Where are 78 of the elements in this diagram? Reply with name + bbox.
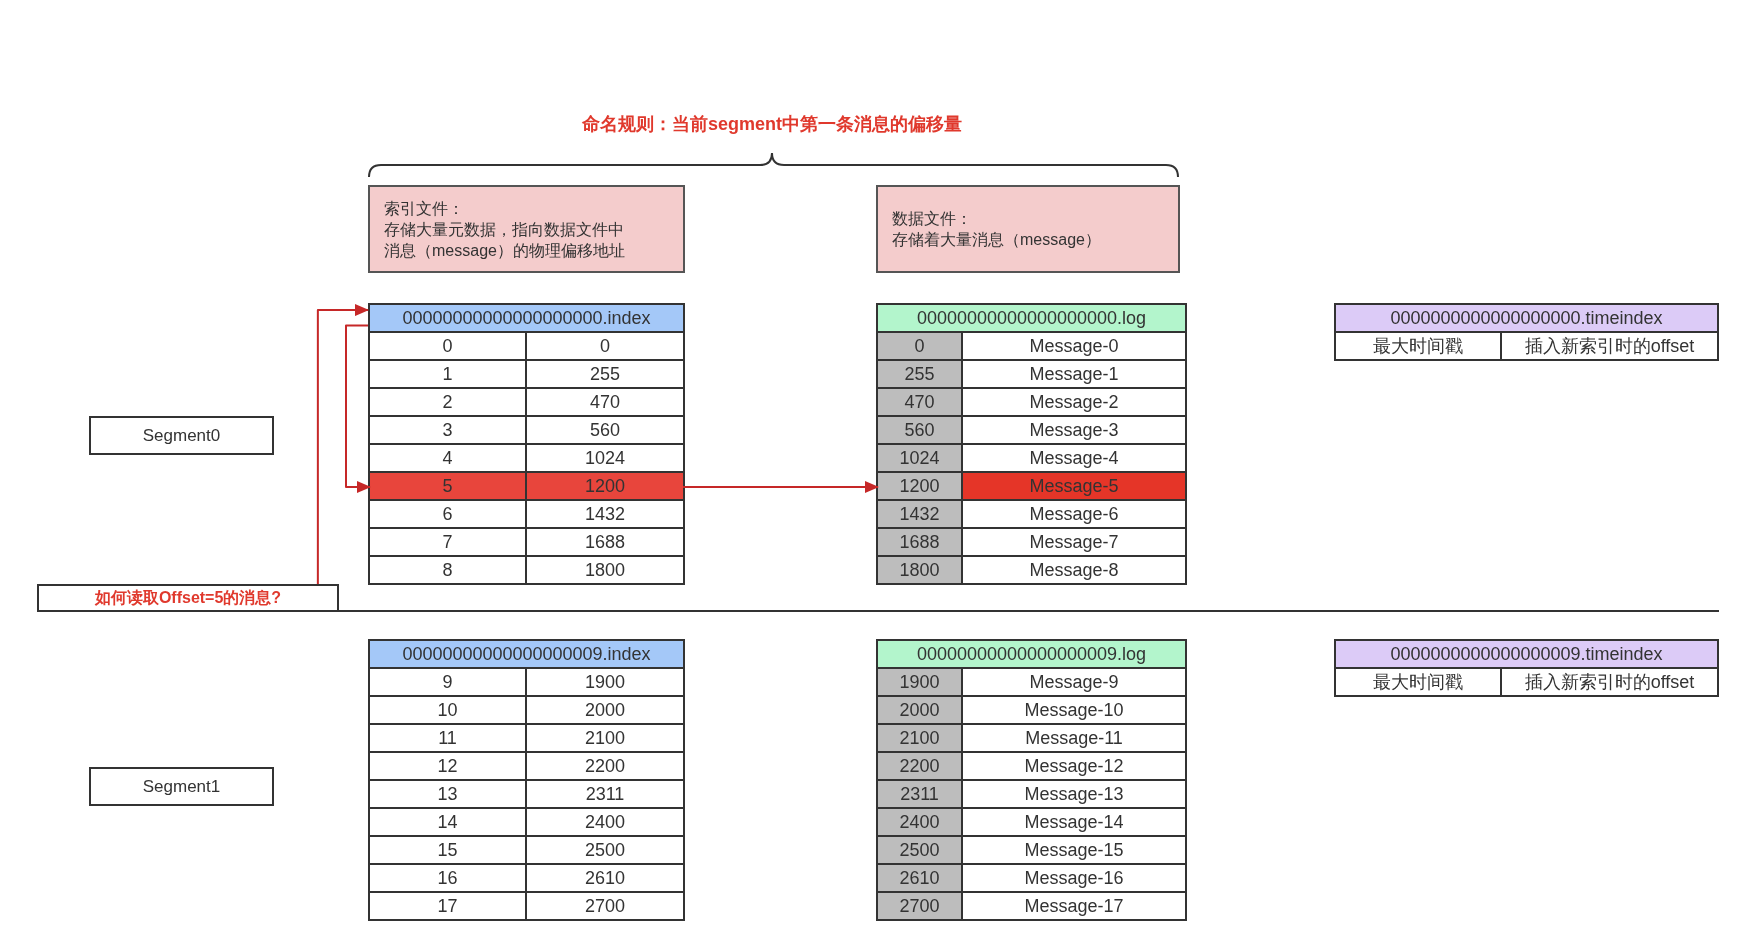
table-row bbox=[878, 501, 1185, 529]
timeindex-table bbox=[1334, 639, 1719, 697]
table-row bbox=[370, 809, 683, 837]
table-row bbox=[878, 697, 1185, 725]
table-cell: 1800 bbox=[878, 557, 963, 583]
table-cell: 1432 bbox=[878, 501, 963, 527]
arrow bbox=[316, 304, 369, 585]
table-row bbox=[878, 445, 1185, 473]
table-row bbox=[878, 837, 1185, 865]
table-row bbox=[370, 781, 683, 809]
table-cell: 255 bbox=[878, 361, 963, 387]
table-header: 00000000000000000000.index bbox=[370, 305, 683, 333]
segment-box: Segment1 bbox=[89, 767, 274, 806]
table-row bbox=[370, 529, 683, 557]
table-cell: 5 bbox=[370, 473, 527, 499]
index-table bbox=[368, 303, 685, 585]
table-row bbox=[878, 361, 1185, 389]
index-table bbox=[368, 639, 685, 921]
table-cell: 2000 bbox=[878, 697, 963, 723]
table-row bbox=[878, 781, 1185, 809]
table-row bbox=[878, 753, 1185, 781]
table-cell: 470 bbox=[878, 389, 963, 415]
table-cell: 1900 bbox=[878, 669, 963, 695]
table-header: 0000000000000000009.timeindex bbox=[1336, 641, 1717, 669]
table-row bbox=[878, 333, 1185, 361]
table-row bbox=[370, 361, 683, 389]
table-cell: 2700 bbox=[878, 893, 963, 919]
table-row bbox=[878, 669, 1185, 697]
table-cell: Message-5 bbox=[963, 473, 1185, 499]
table-row bbox=[370, 725, 683, 753]
table-row bbox=[878, 529, 1185, 557]
note-box bbox=[876, 185, 1180, 273]
note-text: 存储着大量消息（message） bbox=[892, 230, 1101, 250]
table-row bbox=[370, 417, 683, 445]
table-row bbox=[370, 865, 683, 893]
table-cell: 2200 bbox=[878, 753, 963, 779]
table-row bbox=[370, 501, 683, 529]
table-header: 0000000000000000000.timeindex bbox=[1336, 305, 1717, 333]
table-row bbox=[878, 417, 1185, 445]
table-cell: 1688 bbox=[878, 529, 963, 555]
heading-note: 命名规则：当前segment中第一条消息的偏移量 bbox=[582, 113, 962, 136]
arrow bbox=[345, 324, 371, 493]
note-heading: 数据文件： bbox=[892, 209, 972, 229]
table-cell: 560 bbox=[878, 417, 963, 443]
note-heading: 索引文件： bbox=[384, 198, 464, 219]
log-table bbox=[876, 303, 1187, 585]
table-row bbox=[878, 389, 1185, 417]
table-row bbox=[370, 753, 683, 781]
table-cell: 2610 bbox=[878, 865, 963, 891]
table-cell: 1200 bbox=[878, 473, 963, 499]
table-row bbox=[370, 473, 683, 501]
note-box bbox=[368, 185, 685, 273]
segment-box: Segment0 bbox=[89, 416, 274, 455]
table-cell: 0 bbox=[878, 333, 963, 359]
note-text: 存储大量元数据，指向数据文件中消息（message）的物理偏移地址 bbox=[384, 219, 626, 261]
table-row bbox=[370, 669, 683, 697]
table-row bbox=[370, 837, 683, 865]
table-cell: 2100 bbox=[878, 725, 963, 751]
table-cell: 1024 bbox=[878, 445, 963, 471]
table-row bbox=[370, 445, 683, 473]
table-row bbox=[878, 809, 1185, 837]
table-row bbox=[878, 865, 1185, 893]
table-header: 00000000000000000000.log bbox=[878, 305, 1185, 333]
table-row bbox=[370, 697, 683, 725]
timeindex-table bbox=[1334, 303, 1719, 361]
table-row bbox=[370, 333, 683, 361]
table-cell: 1200 bbox=[527, 473, 683, 499]
table-row bbox=[878, 473, 1185, 501]
table-header: 00000000000000000009.log bbox=[878, 641, 1185, 669]
table-cell: 2311 bbox=[878, 781, 963, 807]
table-row bbox=[878, 725, 1185, 753]
table-header: 00000000000000000009.index bbox=[370, 641, 683, 669]
arrow bbox=[682, 481, 879, 493]
question-box: 如何读取Offset=5的消息? bbox=[37, 584, 339, 612]
log-table bbox=[876, 639, 1187, 921]
table-cell: 2500 bbox=[878, 837, 963, 863]
table-row bbox=[370, 389, 683, 417]
table-cell: 2400 bbox=[878, 809, 963, 835]
